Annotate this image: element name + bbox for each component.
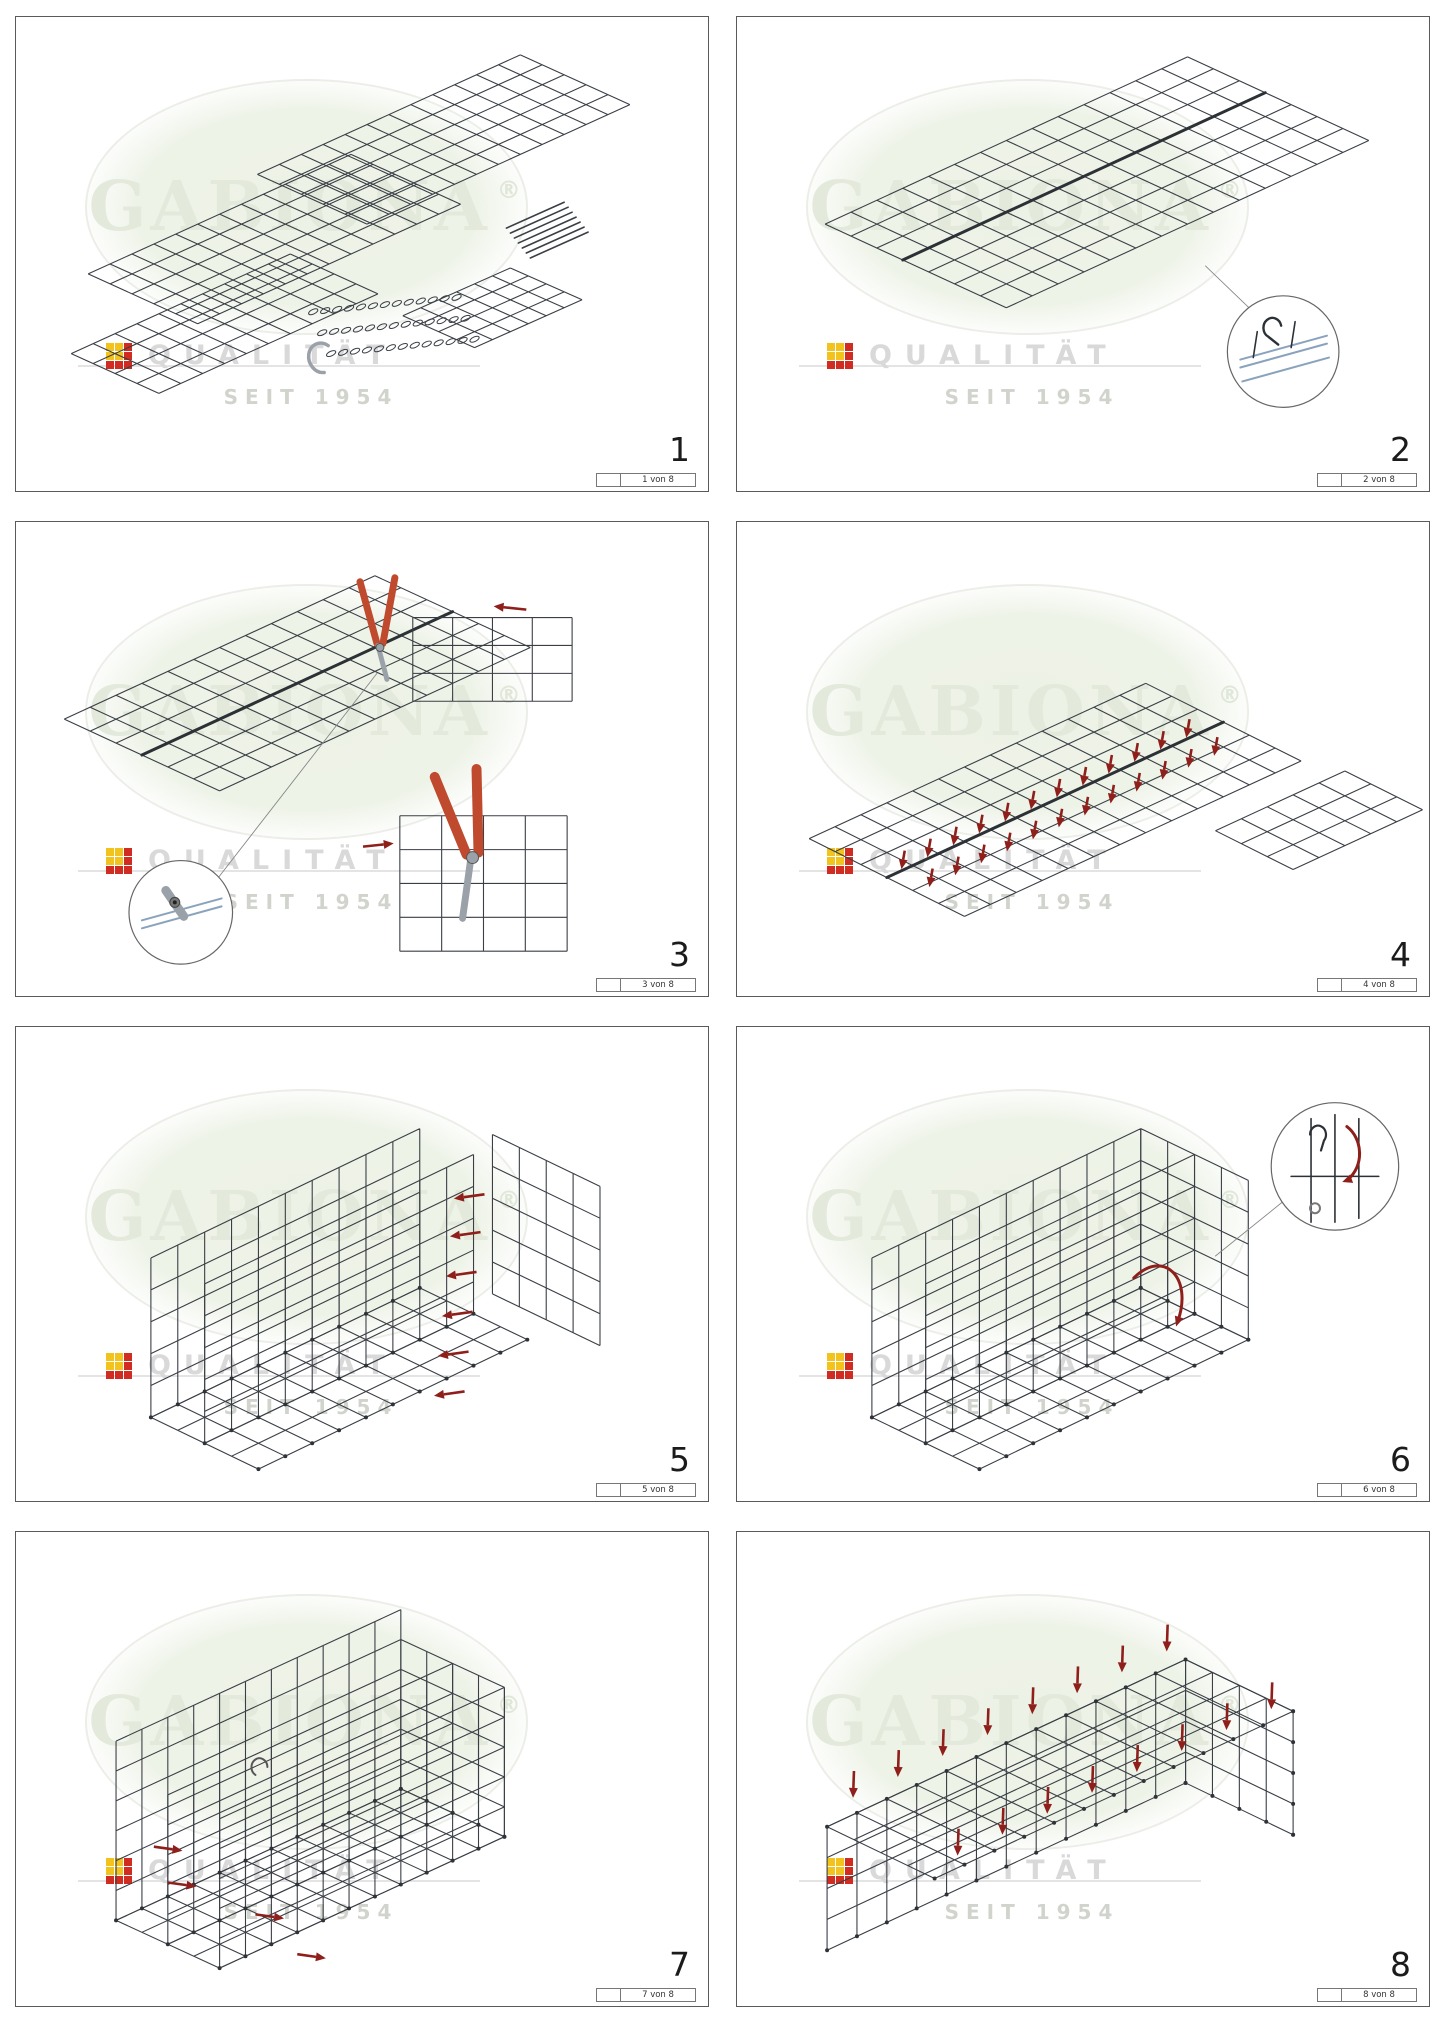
sheet-counter: 6 von 8: [1317, 1483, 1417, 1497]
sheet-counter-cell: [1318, 1989, 1342, 2001]
watermark-seit-1954: SEIT 1954: [223, 384, 399, 409]
diagram-step-2-join-mats: [824, 56, 1370, 408]
brand-logo-squares-icon: [826, 1857, 853, 1884]
sheet-counter-cell: [1318, 474, 1342, 486]
sheet-counter-cell: [1318, 979, 1342, 991]
registered-mark-icon: ®: [1217, 1690, 1246, 1719]
instruction-panel-7: GABIONA® QUALITÄT SEIT 1954 7 7 von 8: [15, 1531, 709, 2007]
diagram-step-1-parts: [71, 54, 631, 394]
brand-logo-squares-icon: [105, 1352, 132, 1379]
registered-mark-icon: ®: [496, 1185, 525, 1214]
sheet-counter-label: 8 von 8: [1363, 1990, 1395, 2000]
sheet-counter: 3 von 8: [596, 978, 696, 992]
watermark-rule: [799, 1879, 1201, 1882]
watermark-rule: [799, 364, 1201, 367]
diagram-step-5-walls-up: [148, 1128, 601, 1472]
watermark-ellipse: GABIONA®: [806, 1593, 1250, 1850]
registered-mark-icon: ®: [496, 680, 525, 709]
sheet-counter-cell: [597, 1484, 621, 1496]
watermark-quality-row: QUALITÄT: [826, 1855, 1119, 1886]
registered-mark-icon: ®: [496, 175, 525, 204]
sheet-counter-label: 7 von 8: [642, 1990, 674, 2000]
watermark-quality-row: QUALITÄT: [826, 845, 1119, 877]
registered-mark-icon: ®: [496, 1690, 525, 1719]
brand-logo-squares-icon: [826, 342, 853, 369]
sheet-counter: 4 von 8: [1317, 978, 1417, 992]
sheet-counter-label: 2 von 8: [1363, 475, 1395, 485]
watermark-rule: [78, 364, 480, 367]
brand-logo-squares-icon: [105, 1857, 132, 1884]
instruction-panel-1: GABIONA® QUALITÄT SEIT 1954 1 1 von 8: [15, 16, 709, 492]
brand-logo-squares-icon: [826, 847, 853, 874]
step-number: 4: [1390, 935, 1411, 974]
step-number: 1: [669, 430, 690, 469]
sheet-counter-cell: [1318, 1484, 1342, 1496]
sheet-counter: 1 von 8: [596, 473, 696, 487]
step-number: 6: [1390, 1440, 1411, 1479]
brand-watermark: GABIONA® QUALITÄT SEIT 1954: [737, 17, 1429, 491]
brand-watermark: GABIONA® QUALITÄT SEIT 1954: [737, 1532, 1429, 2006]
watermark-seit-1954: SEIT 1954: [944, 384, 1120, 409]
instruction-panel-6: GABIONA® QUALITÄT SEIT 1954 6 6 von 8: [736, 1026, 1430, 1502]
watermark-qualitaet: QUALITÄT: [868, 845, 1119, 877]
watermark-qualitaet: QUALITÄT: [868, 340, 1119, 372]
watermark-seit-1954: SEIT 1954: [944, 889, 1120, 914]
step-number: 7: [669, 1945, 690, 1984]
brand-logo-squares-icon: [105, 847, 132, 874]
sheet-counter-label: 3 von 8: [642, 980, 674, 990]
instruction-panel-3: GABIONA® QUALITÄT SEIT 1954 3 3 von 8: [15, 521, 709, 997]
registered-mark-icon: ®: [1217, 680, 1246, 709]
watermark-ellipse: GABIONA®: [806, 583, 1250, 840]
instruction-panel-2: GABIONA® QUALITÄT SEIT 1954 2 2 von 8: [736, 16, 1430, 492]
diagram-step-7-hooks: [114, 1609, 507, 1971]
sheet-counter-cell: [597, 474, 621, 486]
step-number: 3: [669, 935, 690, 974]
diagram-step-8-close-lid: [825, 1624, 1296, 1953]
sheet-counter-label: 1 von 8: [642, 475, 674, 485]
step-number: 5: [669, 1440, 690, 1479]
brand-wordmark: GABIONA: [809, 166, 1212, 247]
sheet-counter: 2 von 8: [1317, 473, 1417, 487]
sheet-counter: 7 von 8: [596, 1988, 696, 2002]
watermark-ellipse: GABIONA®: [806, 78, 1250, 335]
sheet-counter-label: 5 von 8: [642, 1485, 674, 1495]
diagram-step-4-clip-spacing: [808, 682, 1423, 917]
watermark-ellipse: GABIONA®: [85, 1088, 529, 1345]
watermark-quality-row: QUALITÄT: [826, 340, 1119, 372]
instruction-panel-8: GABIONA® QUALITÄT SEIT 1954 8 8 von 8: [736, 1531, 1430, 2007]
instruction-panel-4: GABIONA® QUALITÄT SEIT 1954 4 4 von 8: [736, 521, 1430, 997]
sheet-counter-cell: [597, 1989, 621, 2001]
sheet-counter-cell: [597, 979, 621, 991]
watermark-rule: [799, 869, 1201, 872]
watermark-rule: [78, 869, 480, 872]
diagram-step-3-pliers-clips: [64, 574, 573, 965]
watermark-seit-1954: SEIT 1954: [944, 1899, 1120, 1924]
instruction-panel-5: GABIONA® QUALITÄT SEIT 1954 5 5 von 8: [15, 1026, 709, 1502]
watermark-seit-1954: SEIT 1954: [223, 889, 399, 914]
sheet-counter-label: 6 von 8: [1363, 1485, 1395, 1495]
sheet-counter-label: 4 von 8: [1363, 980, 1395, 990]
diagram-step-6-end-wall: [869, 1102, 1400, 1472]
brand-logo-squares-icon: [826, 1352, 853, 1379]
step-number: 8: [1390, 1945, 1411, 1984]
sheet-counter: 8 von 8: [1317, 1988, 1417, 2002]
step-number: 2: [1390, 430, 1411, 469]
brand-watermark: GABIONA® QUALITÄT SEIT 1954: [737, 522, 1429, 996]
sheet-counter: 5 von 8: [596, 1483, 696, 1497]
